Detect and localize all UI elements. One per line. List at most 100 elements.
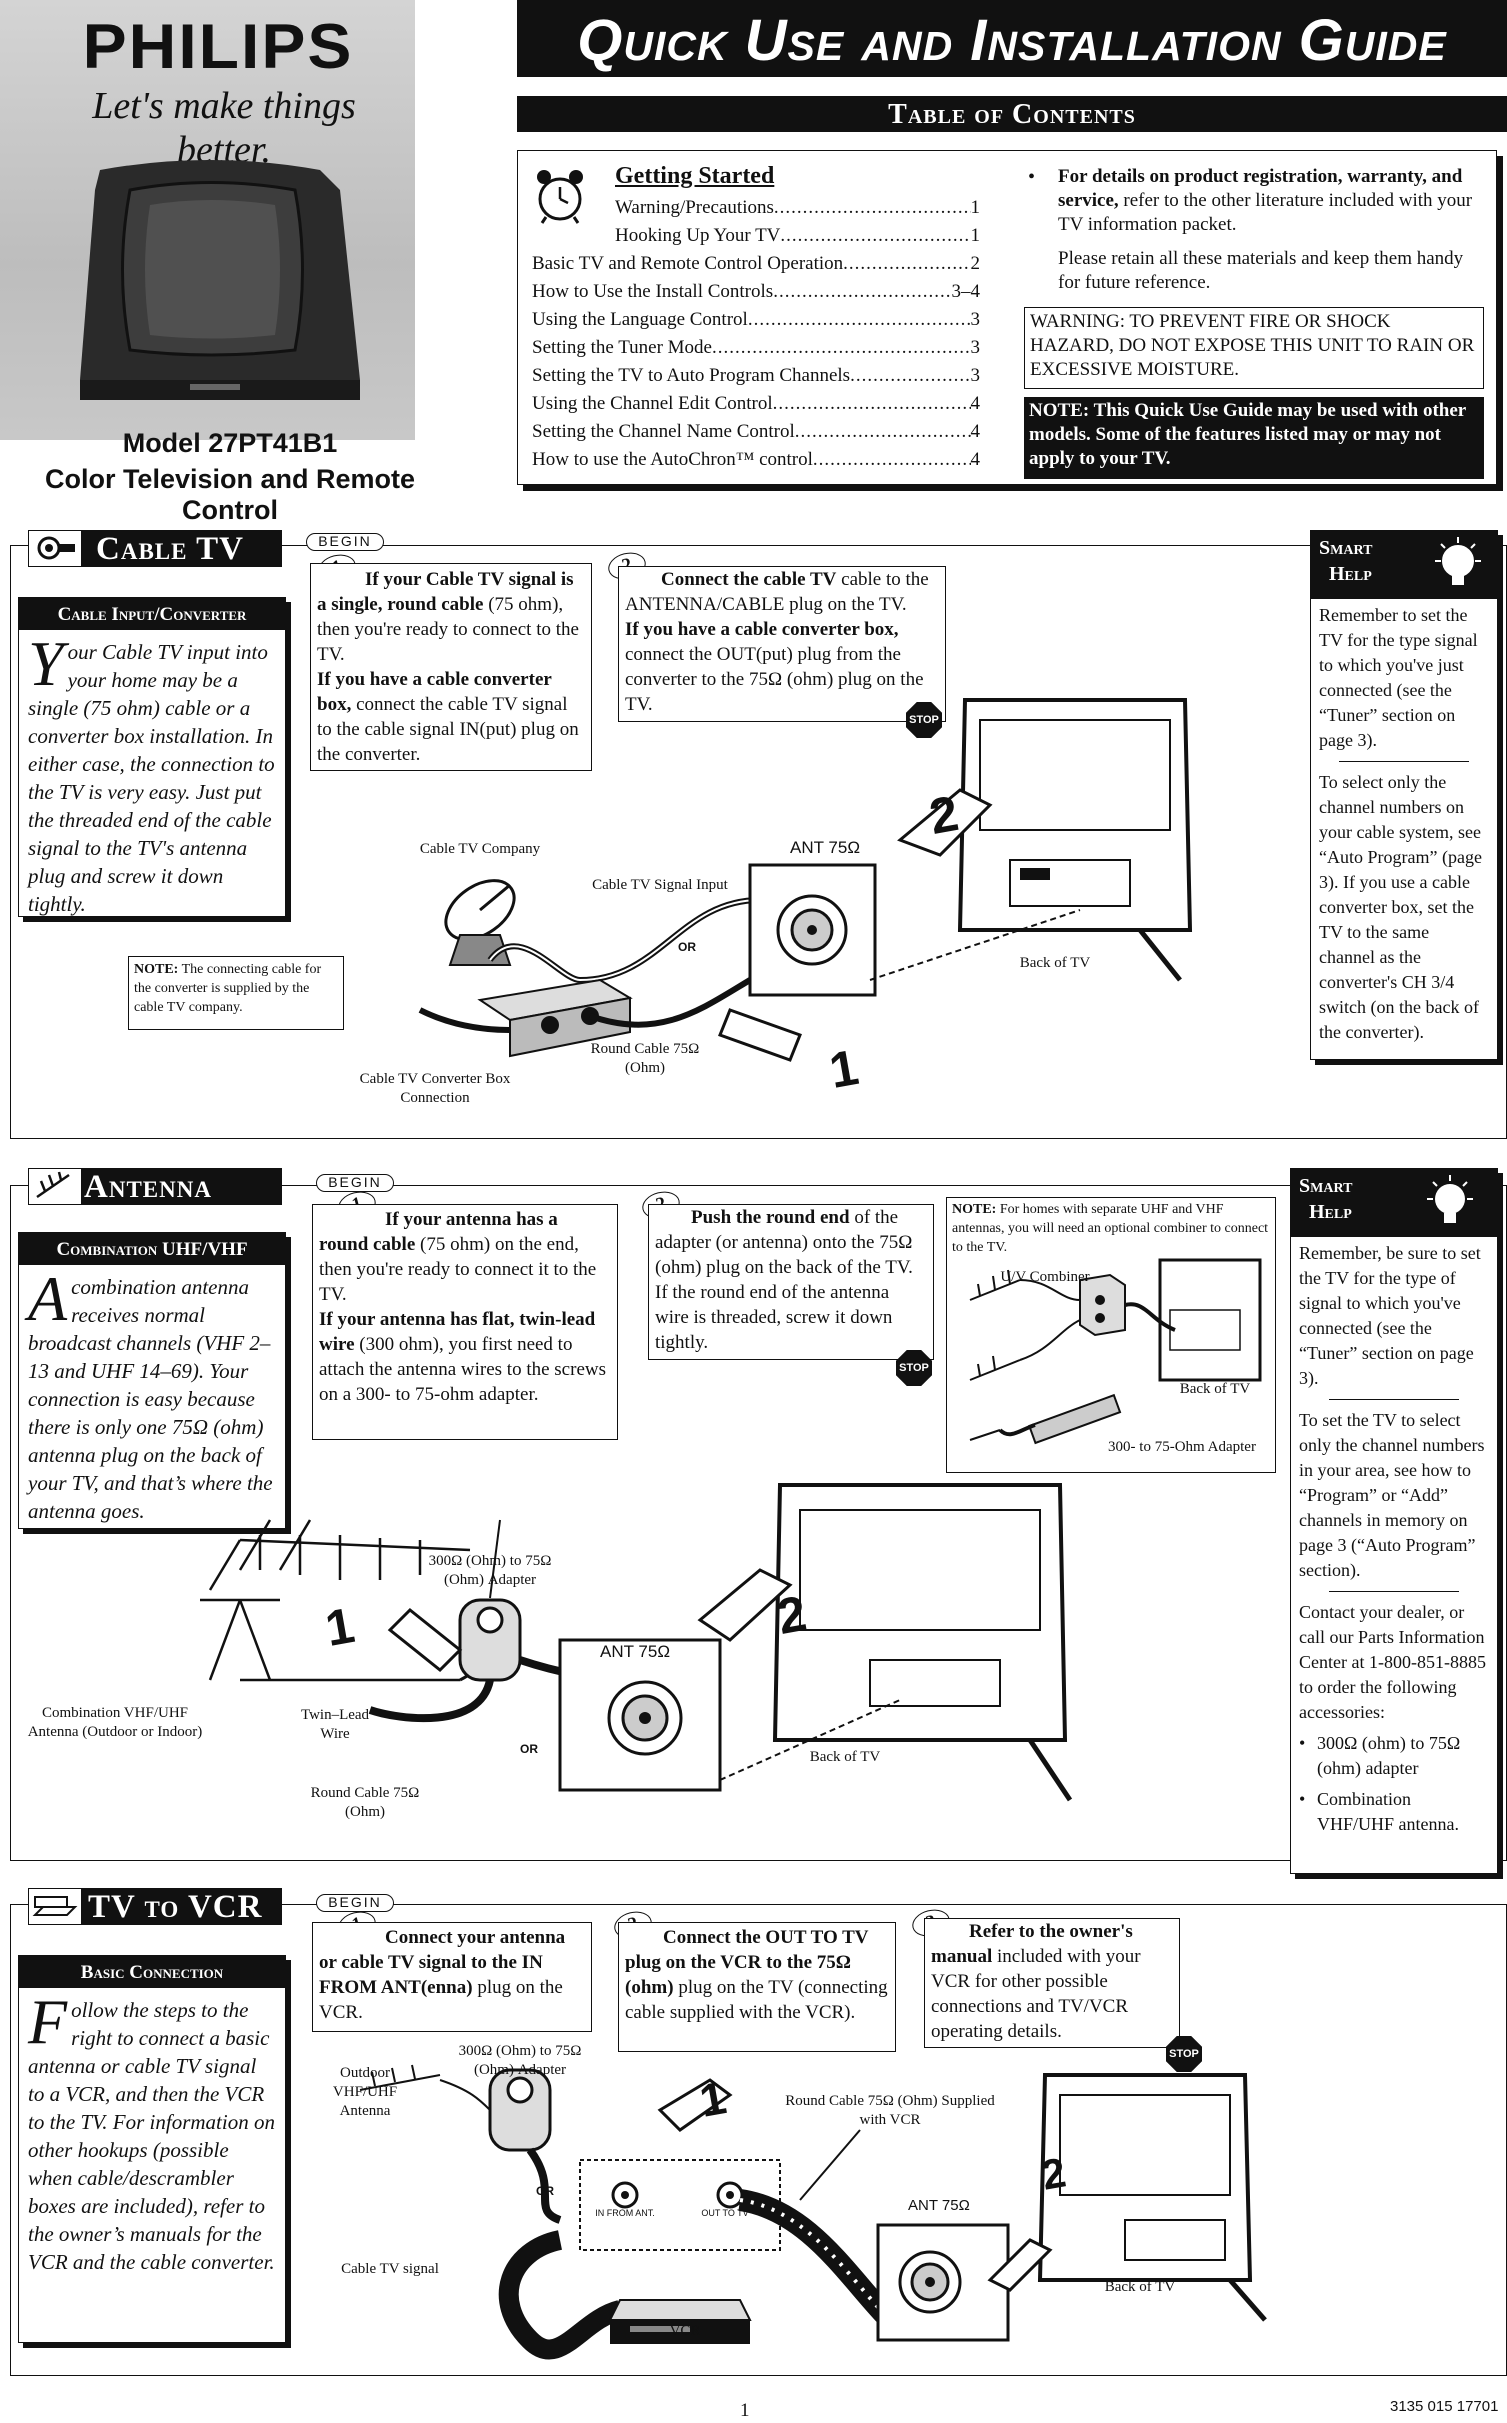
- section-title: TV to VCR: [82, 1888, 282, 1925]
- toc-item[interactable]: Hooking Up Your TV1: [615, 225, 980, 247]
- toc-heading: Getting Started: [615, 163, 775, 189]
- drop-cap: Y: [28, 628, 64, 699]
- side-heading: Combination UHF/VHF: [19, 1233, 285, 1265]
- antenna-icon: [28, 1168, 82, 1205]
- side-text: ollow the steps to the right to connect …: [28, 1998, 275, 2274]
- begin-badge: BEGIN: [316, 1894, 394, 1912]
- combiner-diagram: [969, 1258, 1262, 1445]
- model-description: Color Television and Remote Control: [44, 464, 416, 525]
- cable-diagram: [418, 698, 1193, 1062]
- label-back-of-tv: Back of TV: [809, 1749, 881, 1765]
- ant-label: ANT 75Ω: [600, 1642, 671, 1661]
- label-cable-company: Cable TV Company: [419, 841, 541, 857]
- vcr-icon: [28, 1888, 82, 1925]
- cable-step-2: Connect the cable TV cable to the ANTENN…: [618, 566, 946, 722]
- toc-item[interactable]: How to Use the Install Controls3–4: [532, 281, 980, 303]
- cable-note: NOTE: The connecting cable for the conve…: [128, 956, 344, 1030]
- bullet-icon: •: [1028, 166, 1036, 188]
- label-back-of-tv: Back of TV: [1179, 1381, 1251, 1397]
- label-twin-lead: Twin–Lead Wire: [300, 1707, 370, 1742]
- label-adapter: 300Ω (Ohm) to 75Ω (Ohm) Adapter: [428, 1553, 552, 1588]
- accessory-item: •Combination VHF/UHF antenna.: [1299, 1789, 1459, 1834]
- vcr-step-2: Connect the OUT TO TV plug on the VCR to…: [618, 1922, 896, 2052]
- toc-item[interactable]: Using the Channel Edit Control4: [532, 393, 980, 415]
- smart-help-text-1: Remember, be sure to set the TV for the …: [1299, 1243, 1481, 1388]
- page-number: 1: [740, 2400, 750, 2421]
- label-combiner: U/V Combiner: [1000, 1269, 1090, 1285]
- guide-title: Quick Use and Installation Guide: [517, 0, 1507, 77]
- label-converter: Cable TV Converter Box Connection: [359, 1071, 511, 1106]
- lightbulb-icon: [1427, 1175, 1473, 1223]
- toc-item[interactable]: Setting the TV to Auto Program Channels3: [532, 365, 980, 387]
- label-cable-signal: Cable TV signal: [341, 2261, 439, 2277]
- cable-connector-icon: [28, 530, 82, 567]
- alarm-clock-icon: [537, 170, 583, 224]
- toc-item[interactable]: Setting the Tuner Mode3: [532, 337, 980, 359]
- model-number: Model 27PT41B1: [122, 428, 338, 458]
- side-text: combination antenna receives normal broa…: [28, 1275, 273, 1523]
- note-box: NOTE: This Quick Use Guide may be used w…: [1024, 397, 1484, 479]
- toc-item[interactable]: Using the Language Control3: [532, 309, 980, 331]
- or-sign-icon: OR: [520, 1742, 538, 1756]
- stop-sign-icon: STOP: [906, 702, 942, 738]
- side-heading: Cable Input/Converter: [19, 598, 285, 630]
- tv-illustration: [80, 160, 360, 400]
- lightbulb-icon: [1435, 537, 1481, 585]
- antenna-step-1: If your antenna has a round cable (75 oh…: [312, 1204, 618, 1440]
- ant-label: ANT 75Ω: [790, 838, 861, 857]
- smart-help-text-1: Remember to set the TV for the type sign…: [1319, 605, 1478, 750]
- side-heading: Basic Connection: [19, 1956, 285, 1988]
- antenna-diagram: [200, 1483, 1073, 1802]
- begin-badge: BEGIN: [306, 533, 384, 551]
- vcr-step-3: Refer to the owner's manual included wit…: [924, 1918, 1180, 2048]
- or-sign-icon: OR: [678, 940, 696, 954]
- document-code: 3135 015 17701: [1390, 2398, 1499, 2415]
- retain-note: Please retain all these materials and ke…: [1058, 248, 1464, 293]
- drop-cap: F: [28, 1986, 68, 2057]
- drop-cap: A: [28, 1263, 68, 1334]
- toc-item[interactable]: Setting the Channel Name Control4: [532, 421, 980, 443]
- warning-box: WARNING: TO PREVENT FIRE OR SHOCK HAZARD…: [1024, 307, 1484, 389]
- label-signal-input: Cable TV Signal Input: [592, 877, 728, 893]
- stop-sign-icon: STOP: [896, 1350, 932, 1386]
- toc-item[interactable]: Basic TV and Remote Control Operation2: [532, 253, 980, 275]
- label-back-of-tv: Back of TV: [1019, 955, 1091, 971]
- stop-sign-icon: STOP: [1166, 2036, 1202, 2072]
- section-title: Cable TV: [82, 530, 282, 567]
- label-round-cable: Round Cable 75Ω (Ohm) Supplied with VCR: [785, 2093, 995, 2128]
- label-vcr: VCR: [669, 2323, 701, 2339]
- label-adapter: 300Ω (Ohm) to 75Ω (Ohm) Adapter: [458, 2043, 582, 2078]
- smart-help-text-2: To set the TV to select only the channel…: [1299, 1410, 1485, 1580]
- label-back-of-tv: Back of TV: [1104, 2279, 1176, 2295]
- toc-item[interactable]: Warning/Precautions1: [615, 197, 980, 219]
- details-note: For details on product registration, war…: [1058, 166, 1473, 235]
- label-300-75-adapter: 300- to 75-Ohm Adapter: [1108, 1439, 1256, 1455]
- toc-item[interactable]: How to use the AutoChron™ control4: [532, 449, 980, 471]
- antenna-step-2: Push the round end of the adapter (or an…: [648, 1204, 934, 1360]
- label-outdoor-antenna: Outdoor VHF/UHF Antenna: [332, 2065, 398, 2119]
- smart-help-text-2: To select only the channel numbers on yo…: [1319, 772, 1482, 1042]
- label-round-cable: Round Cable 75Ω (Ohm): [310, 1785, 420, 1820]
- begin-badge: BEGIN: [316, 1174, 394, 1192]
- label-round-cable: Round Cable 75Ω (Ohm): [590, 1041, 700, 1076]
- side-text: our Cable TV input into your home may be…: [28, 640, 275, 916]
- vcr-step-1: Connect your antenna or cable TV signal …: [312, 1922, 592, 2032]
- toc-title: Table of Contents: [517, 96, 1507, 132]
- smart-help-text-3: Contact your dealer, or call our Parts I…: [1299, 1602, 1486, 1722]
- label-in-from-ant: IN FROM ANT.: [595, 2208, 655, 2218]
- section-title: Antenna: [82, 1168, 282, 1205]
- vcr-diagram: [359, 2064, 1267, 2360]
- accessory-item: •300Ω (ohm) to 75Ω (ohm) adapter: [1299, 1733, 1461, 1778]
- brand-logo: PHILIPS: [82, 10, 354, 82]
- label-out-to-tv: OUT TO TV: [701, 2208, 749, 2218]
- cable-step-1: If your Cable TV signal is a single, rou…: [310, 563, 592, 771]
- brand-tagline: Let's make things better.: [92, 85, 356, 171]
- toc-box: Getting Started Warning/Precautions1 Hoo…: [517, 150, 1497, 485]
- or-sign-icon: OR: [536, 2184, 554, 2198]
- ant-label: ANT 75Ω: [908, 2197, 970, 2214]
